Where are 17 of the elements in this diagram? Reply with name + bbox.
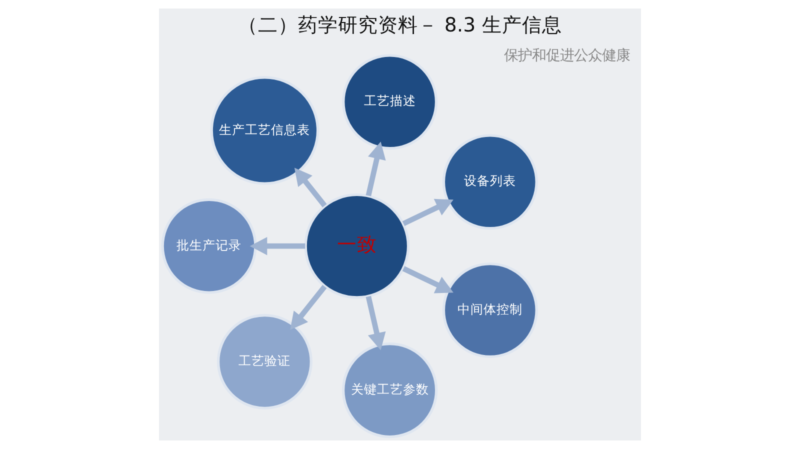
node-circle: 一致: [304, 193, 410, 299]
label: 保护和促进公众健康: [504, 48, 630, 64]
arrow: [250, 236, 306, 256]
arrow: [294, 168, 327, 208]
node-circle: 工艺描述: [342, 54, 438, 150]
arrow: [290, 284, 327, 330]
node-circle: 关键工艺参数: [342, 342, 438, 438]
arrow: [366, 296, 386, 350]
arrow: [402, 266, 454, 294]
node-circle: 设备列表: [442, 134, 538, 230]
node-circle: 工艺验证: [216, 314, 312, 410]
node-circle: 批生产记录: [161, 198, 257, 294]
node-circle: 生产工艺信息表: [210, 76, 320, 185]
node-circle: 中间体控制: [442, 262, 538, 358]
arrow: [366, 142, 386, 196]
arrow: [402, 198, 454, 226]
diagram-title: （二）药学研究资料－ 8.3 生产信息: [238, 13, 562, 36]
